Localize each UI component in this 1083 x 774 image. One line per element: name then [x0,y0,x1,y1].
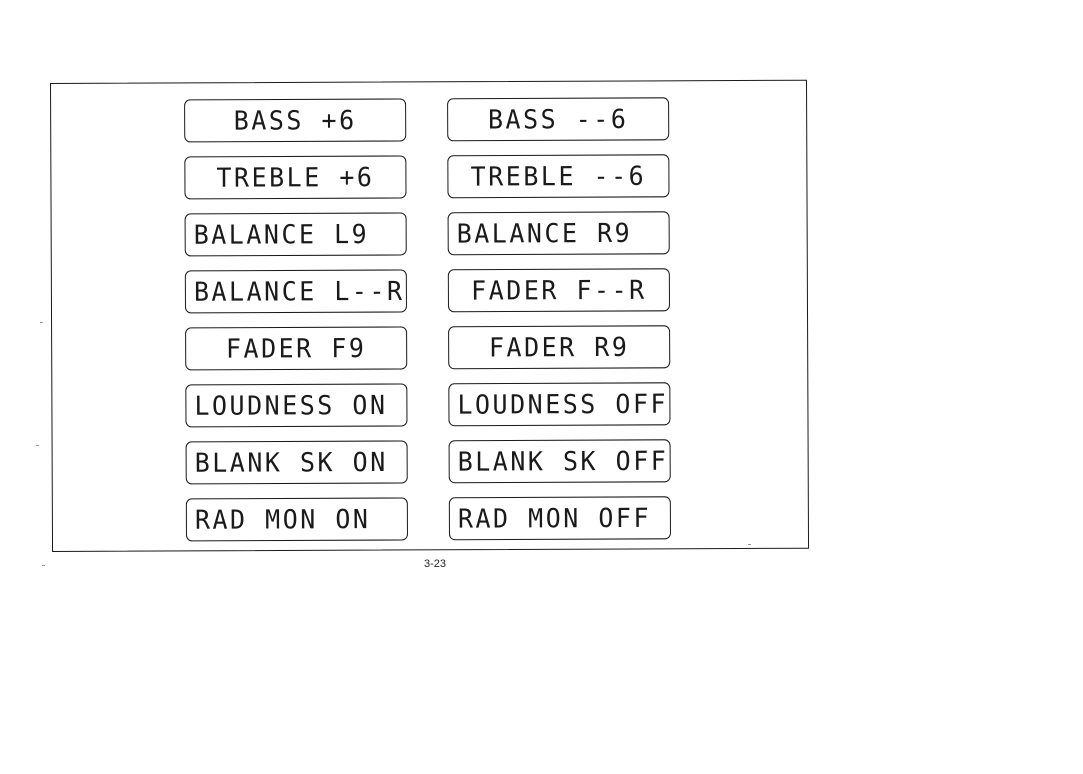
left-display-column: BASS +6 TREBLE +6 BALANCE L9 BALANCE L--… [184,98,408,556]
lcd-display-loudness-off: LOUDNESS OFF [448,382,671,427]
lcd-display-bass-minus: BASS --6 [447,97,670,142]
scan-speck [748,544,751,545]
lcd-display-radio-monitor-off: RAD MON OFF [448,496,671,541]
lcd-display-fader-rear: FADER R9 [448,325,671,370]
lcd-display-balance-left: BALANCE L9 [184,212,407,257]
lcd-display-blank-skip-on: BLANK SK ON [185,440,408,485]
scan-speck [42,565,45,566]
lcd-display-bass-plus: BASS +6 [184,98,407,143]
right-display-column: BASS --6 TREBLE --6 BALANCE R9 FADER F--… [447,97,671,555]
lcd-display-blank-skip-off: BLANK SK OFF [448,439,671,484]
lcd-display-fader-center: FADER F--R [447,268,671,313]
figure-frame: BASS +6 TREBLE +6 BALANCE L9 BALANCE L--… [50,79,810,555]
page-number: 3-23 [423,558,447,570]
lcd-display-treble-minus: TREBLE --6 [447,154,670,199]
lcd-display-balance-center: BALANCE L--R [184,269,408,314]
lcd-display-balance-right: BALANCE R9 [447,211,670,256]
lcd-display-fader-front: FADER F9 [185,326,408,371]
lcd-display-loudness-on: LOUDNESS ON [185,383,408,428]
scan-speck [36,445,39,446]
scan-speck [40,322,43,323]
lcd-display-treble-plus: TREBLE +6 [184,155,407,200]
lcd-display-radio-monitor-on: RAD MON ON [185,497,408,542]
